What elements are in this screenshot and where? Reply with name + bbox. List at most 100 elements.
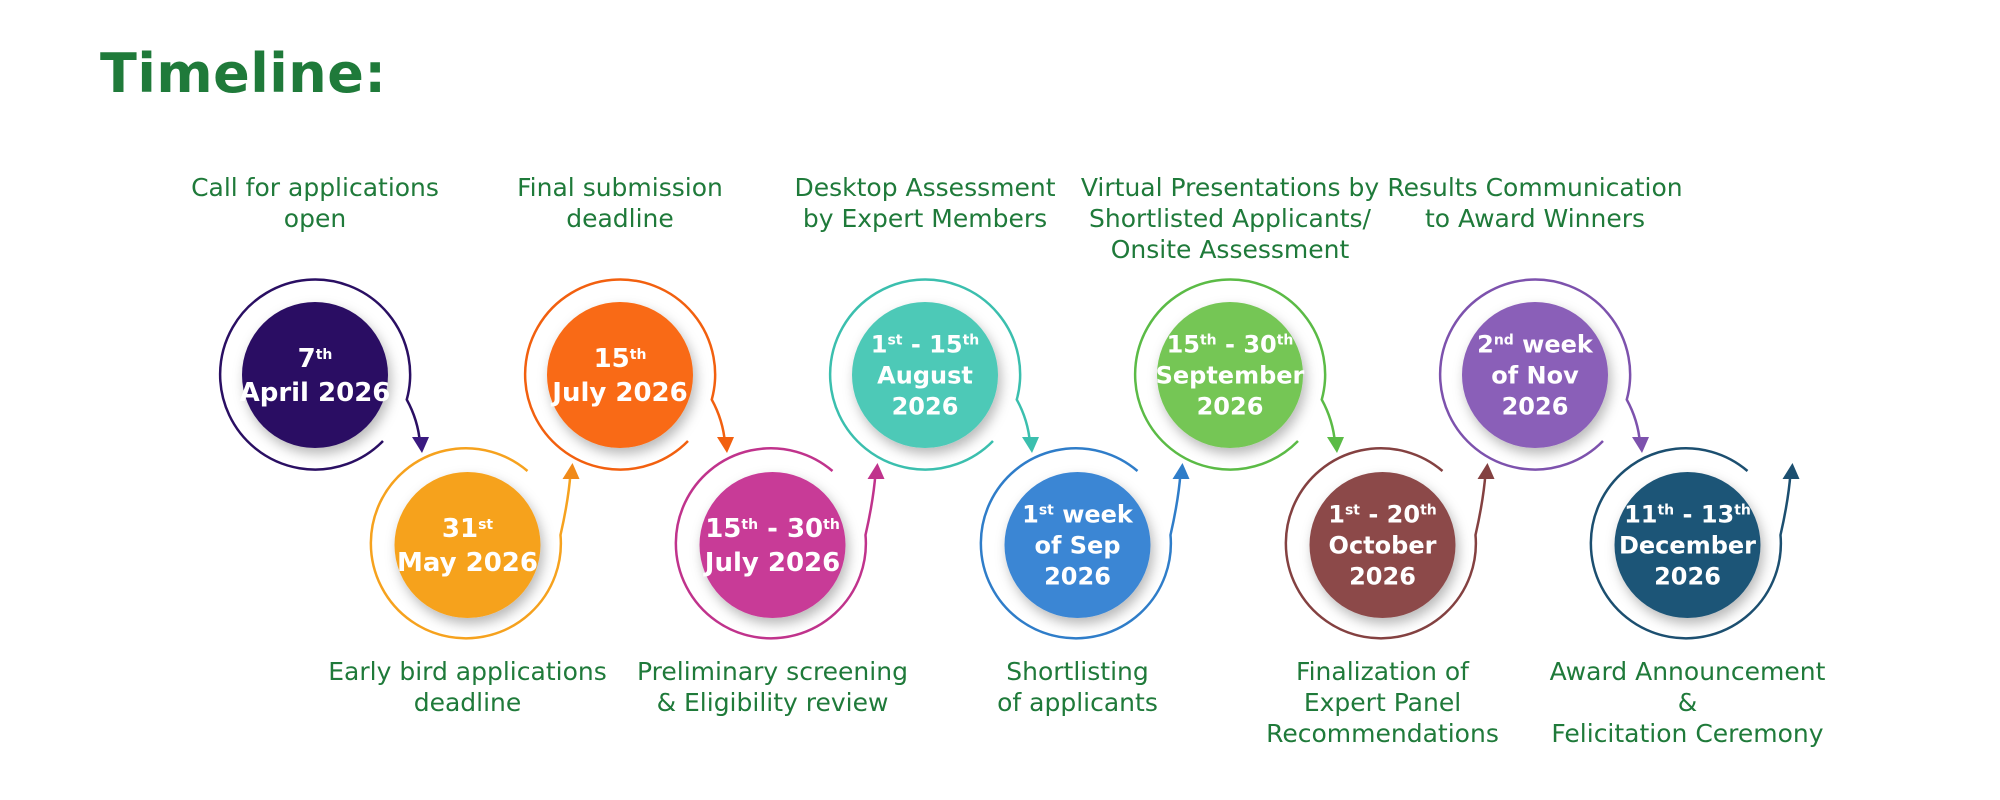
date-text: 15th (594, 344, 647, 374)
milestone-circle (394, 472, 541, 618)
date-part: 2026 (1502, 392, 1569, 420)
date-text: September (1156, 361, 1305, 389)
milestone-circle (1309, 472, 1456, 618)
date-suffix: th (630, 347, 647, 363)
date-part: 1 (1328, 500, 1345, 528)
date-part: July 2026 (550, 378, 687, 408)
date-text: 7th (298, 344, 333, 374)
date-part: 2026 (1044, 562, 1111, 590)
date-text: July 2026 (550, 378, 687, 408)
date-part: May 2026 (397, 548, 538, 578)
milestone-label: & Eligibility review (657, 688, 889, 717)
date-part: 15 (705, 514, 741, 544)
date-text: October (1329, 531, 1437, 559)
arrow-down-icon (412, 437, 429, 453)
milestone-circle (1157, 302, 1303, 448)
date-suffix: th (741, 517, 758, 533)
date-text: 31st (442, 514, 494, 544)
ring-arc (218, 278, 422, 471)
milestone-label: to Award Winners (1425, 204, 1645, 233)
milestone-label: Shortlisting (1006, 657, 1148, 686)
date-suffix: th (823, 517, 840, 533)
milestone-label: Felicitation Ceremony (1551, 719, 1823, 748)
date-part: - 15 (902, 330, 962, 358)
date-text: 2026 (1654, 562, 1721, 590)
ring-arc (369, 447, 572, 640)
date-text: 2026 (1349, 562, 1416, 590)
date-suffix: th (1657, 502, 1674, 518)
date-text: 2026 (1197, 392, 1264, 420)
date-part: of Sep (1034, 531, 1120, 559)
date-suffix: th (1734, 502, 1751, 518)
date-suffix: st (887, 332, 902, 348)
milestone-label: Recommendations (1266, 719, 1499, 748)
date-suffix: th (316, 347, 333, 363)
date-part: 15 (1167, 330, 1200, 358)
date-part: 7 (298, 344, 316, 374)
arrow-up-icon (1477, 463, 1495, 479)
date-part: August (877, 361, 973, 389)
date-text: 1st - 20th (1328, 500, 1436, 528)
date-suffix: th (1200, 332, 1217, 348)
date-part: week (1054, 500, 1134, 528)
date-text: 15th - 30th (705, 514, 840, 544)
date-suffix: nd (1494, 332, 1514, 348)
arrow-up-icon (1172, 463, 1190, 479)
ring-arc (828, 278, 1032, 471)
milestone-label: Expert Panel (1304, 688, 1461, 717)
milestone-label: Virtual Presentations by (1081, 173, 1379, 202)
date-suffix: th (963, 332, 980, 348)
milestone-label: by Expert Members (803, 204, 1047, 233)
milestone-circle (852, 302, 998, 448)
date-part: 1 (871, 330, 888, 358)
date-part: September (1156, 361, 1305, 389)
date-part: October (1329, 531, 1437, 559)
date-part: 2026 (892, 392, 959, 420)
date-part: April 2026 (240, 378, 391, 408)
date-suffix: st (1345, 502, 1360, 518)
date-part: 31 (442, 514, 478, 544)
arrow-up-icon (562, 463, 580, 479)
milestone-circle (1462, 302, 1608, 448)
date-suffix: th (1420, 502, 1437, 518)
date-part: 2026 (1197, 392, 1264, 420)
date-text: July 2026 (703, 548, 840, 578)
date-part: - 30 (1217, 330, 1277, 358)
date-text: 1st - 15th (871, 330, 979, 358)
milestone-label: deadline (414, 688, 522, 717)
ring-arc (1438, 278, 1642, 471)
milestone-label: Award Announcement (1550, 657, 1826, 686)
date-text: 2026 (1502, 392, 1569, 420)
date-text: of Nov (1491, 361, 1579, 389)
arrow-down-icon (1022, 437, 1039, 453)
milestone-circle (547, 302, 693, 448)
milestone-label: & (1678, 688, 1698, 717)
arrow-up-icon (867, 463, 885, 479)
ring-arc (1284, 447, 1487, 640)
date-part: - 13 (1674, 500, 1734, 528)
arrow-down-icon (1632, 437, 1649, 453)
date-suffix: th (1277, 332, 1294, 348)
ring-arc (674, 447, 877, 640)
date-part: - 20 (1360, 500, 1420, 528)
date-text: 2026 (1044, 562, 1111, 590)
milestone-circle (242, 302, 388, 448)
date-part: of Nov (1491, 361, 1579, 389)
date-part: 2 (1477, 330, 1494, 358)
milestone-circle (1614, 472, 1761, 618)
ring-arc (523, 278, 727, 471)
date-text: August (877, 361, 973, 389)
milestone-label: Early bird applications (328, 657, 606, 686)
milestone-label: Shortlisted Applicants/ (1089, 204, 1371, 233)
date-suffix: st (1039, 502, 1054, 518)
arrow-down-icon (717, 437, 734, 453)
date-text: 2nd week (1477, 330, 1594, 358)
milestone-circle (1004, 472, 1151, 618)
